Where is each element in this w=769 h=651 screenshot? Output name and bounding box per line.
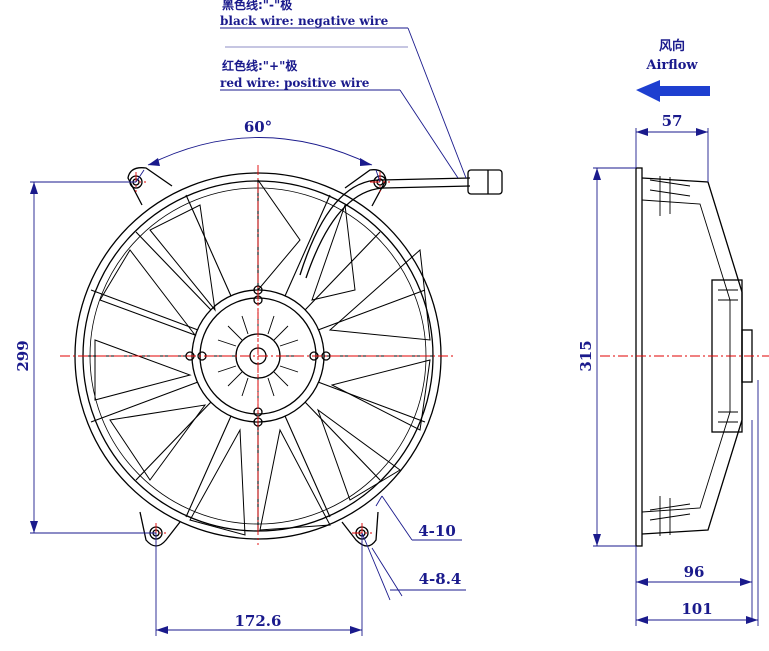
dim-slot: 4-10 [418,522,456,540]
airflow-label-cn: 风向 [659,38,685,54]
dim-depth-bottom: 101 [681,600,712,618]
wire-harness [299,177,471,279]
dimension-lines [30,27,759,636]
black-wire-label-en: black wire: negative wire [220,14,389,28]
side-frame-flange [635,167,643,547]
red-wire-label-cn: 红色线:"+"极 [222,58,298,73]
black-wire-label-cn: 黑色线:"-"极 [222,0,293,12]
mount-ear-top-left [127,167,173,206]
airflow-arrow-icon [636,80,710,102]
dim-hole: 4-8.4 [419,570,462,588]
dim-depth-mid: 96 [684,563,705,581]
dimension-arrows [30,128,758,634]
connector [467,169,503,195]
front-view [74,167,503,547]
fan-blades [94,178,431,536]
mount-ear-bottom-right [341,511,379,547]
dim-depth-top: 57 [662,112,683,130]
dim-hole-spacing: 172.6 [235,612,282,630]
dim-height-front: 299 [14,340,32,371]
dim-height-side: 315 [577,340,595,371]
airflow-label-en: Airflow [645,58,698,73]
red-wire-label-en: red wire: positive wire [220,76,370,90]
side-view [635,167,753,547]
dim-angle: 60° [244,118,272,136]
